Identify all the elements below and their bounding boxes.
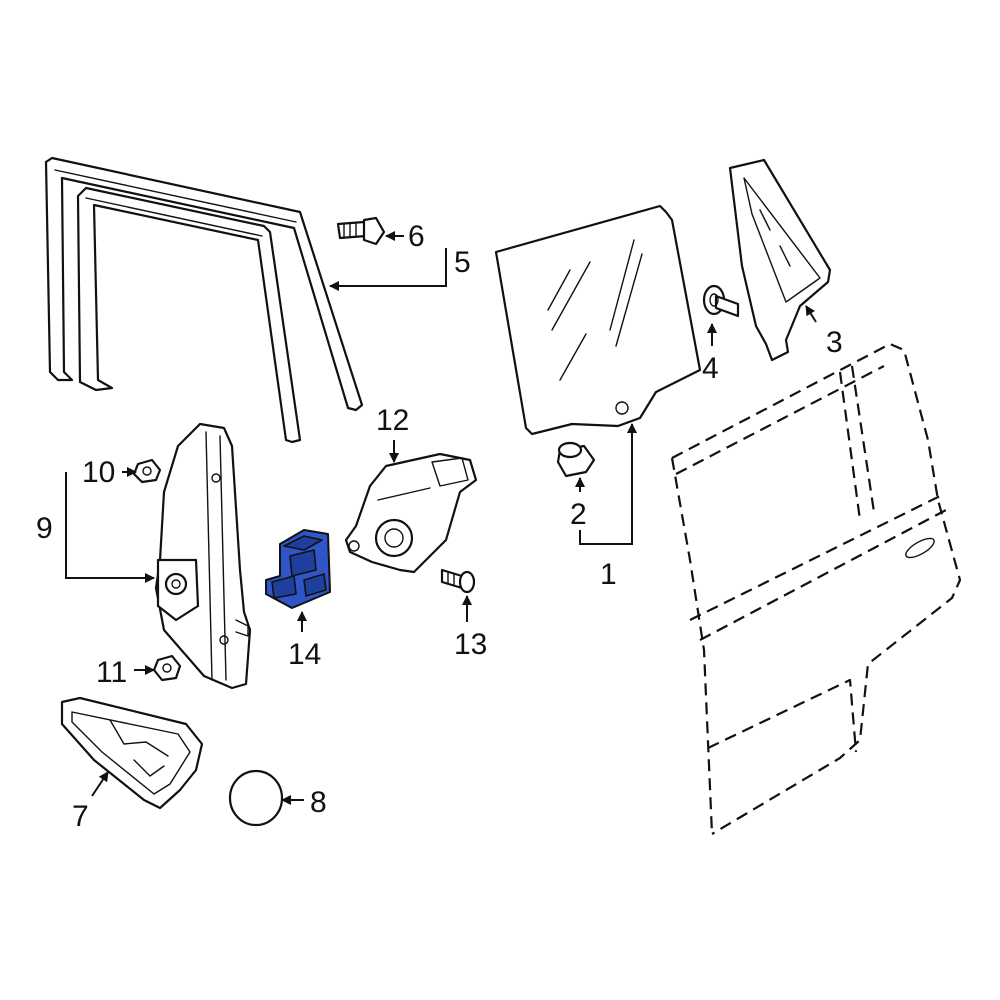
rear-door-outline — [670, 342, 962, 835]
callout-3: 3 — [826, 326, 843, 359]
frame-bolt — [336, 216, 386, 246]
door-glass — [494, 204, 702, 436]
callout-9: 9 — [36, 512, 53, 545]
callout-8: 8 — [310, 786, 327, 819]
regulator-nut-lower — [152, 654, 182, 682]
callout-5: 5 — [454, 246, 471, 279]
callout-labels: 6 5 3 4 2 1 12 13 14 10 9 11 7 8 — [36, 220, 843, 833]
callout-7: 7 — [72, 800, 89, 833]
access-plug — [228, 769, 284, 827]
regulator-module-highlighted — [265, 529, 331, 609]
quarter-glass — [728, 158, 832, 362]
callout-11: 11 — [96, 656, 127, 689]
motor-screw — [440, 568, 476, 594]
callout-12: 12 — [376, 404, 409, 437]
callout-10: 10 — [82, 456, 115, 489]
quarter-glass-bolt — [702, 284, 740, 318]
callout-6: 6 — [408, 220, 425, 253]
callout-1: 1 — [600, 558, 617, 591]
callout-13: 13 — [454, 628, 487, 661]
access-cover — [60, 696, 204, 810]
window-regulator — [154, 422, 252, 690]
window-channel-frame — [44, 156, 364, 444]
window-motor — [344, 452, 478, 574]
callout-14: 14 — [288, 638, 321, 671]
callout-4: 4 — [702, 352, 719, 385]
leader-lines — [65, 231, 817, 805]
regulator-nut-upper — [132, 458, 162, 484]
callout-2: 2 — [570, 498, 587, 531]
glass-bushing — [556, 441, 596, 478]
